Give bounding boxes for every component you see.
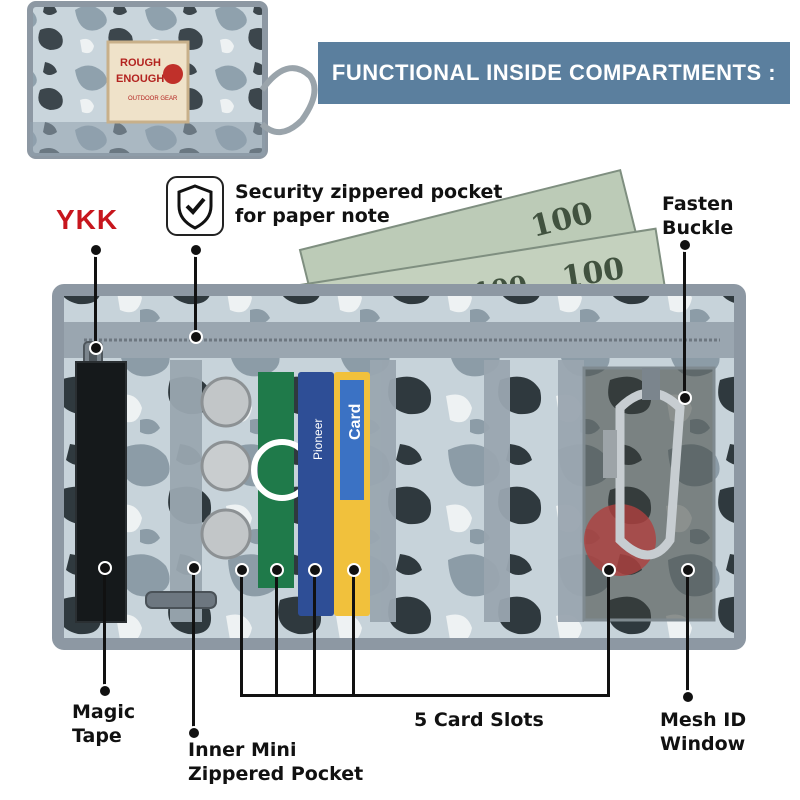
card-slots-label: 5 Card Slots xyxy=(414,709,544,731)
inner-mini-pocket-label-line1: Inner Mini xyxy=(188,739,297,761)
magic-tape-label: Magic Tape xyxy=(72,700,135,748)
mesh-id-window-label: Mesh ID Window xyxy=(660,708,746,756)
mesh-id-window-label-line1: Mesh ID xyxy=(660,709,747,731)
wallet-thumbnail: ROUGH ENOUGH OUTDOOR GEAR xyxy=(27,1,318,159)
magic-tape-label-line1: Magic xyxy=(72,701,136,723)
security-pocket-label: Security zippered pocket for paper note xyxy=(235,180,502,228)
yellow-card-text: Card xyxy=(347,404,364,440)
blue-card-text: Pioneer xyxy=(311,419,325,460)
blue-card xyxy=(298,372,334,616)
magic-tape-strip xyxy=(76,362,126,622)
mesh-id-window xyxy=(584,368,714,620)
ykk-logo: YKK xyxy=(56,204,119,235)
magic-tape-label-line2: Tape xyxy=(72,725,122,747)
fasten-buckle-label-line2: Buckle xyxy=(662,217,734,239)
security-pocket-label-line2: for paper note xyxy=(235,205,390,227)
inner-mini-pocket-label-line2: Zippered Pocket xyxy=(188,763,364,785)
header-title: FUNCTIONAL INSIDE COMPARTMENTS : xyxy=(331,60,777,85)
patch-text-bottom: ENOUGH xyxy=(116,73,164,85)
inner-zipper-pull-icon xyxy=(145,591,217,609)
green-card xyxy=(258,372,294,588)
mesh-id-window-label-line2: Window xyxy=(660,733,746,755)
coins xyxy=(200,376,252,560)
carabiner-icon xyxy=(603,368,685,560)
fasten-buckle-label: Fasten Buckle xyxy=(662,192,734,240)
patch-text-top: ROUGH xyxy=(120,57,161,69)
shield-check-icon xyxy=(166,176,224,236)
inner-mini-pocket-label: Inner Mini Zippered Pocket xyxy=(188,738,363,786)
header-banner: FUNCTIONAL INSIDE COMPARTMENTS : xyxy=(318,42,790,104)
fasten-buckle-label-line1: Fasten xyxy=(662,193,734,215)
carabiner-icon xyxy=(259,65,318,135)
security-pocket-label-line1: Security zippered pocket xyxy=(235,181,503,203)
svg-text:OUTDOOR GEAR: OUTDOOR GEAR xyxy=(128,96,178,102)
brand-patch: ROUGH ENOUGH OUTDOOR GEAR xyxy=(106,40,190,124)
